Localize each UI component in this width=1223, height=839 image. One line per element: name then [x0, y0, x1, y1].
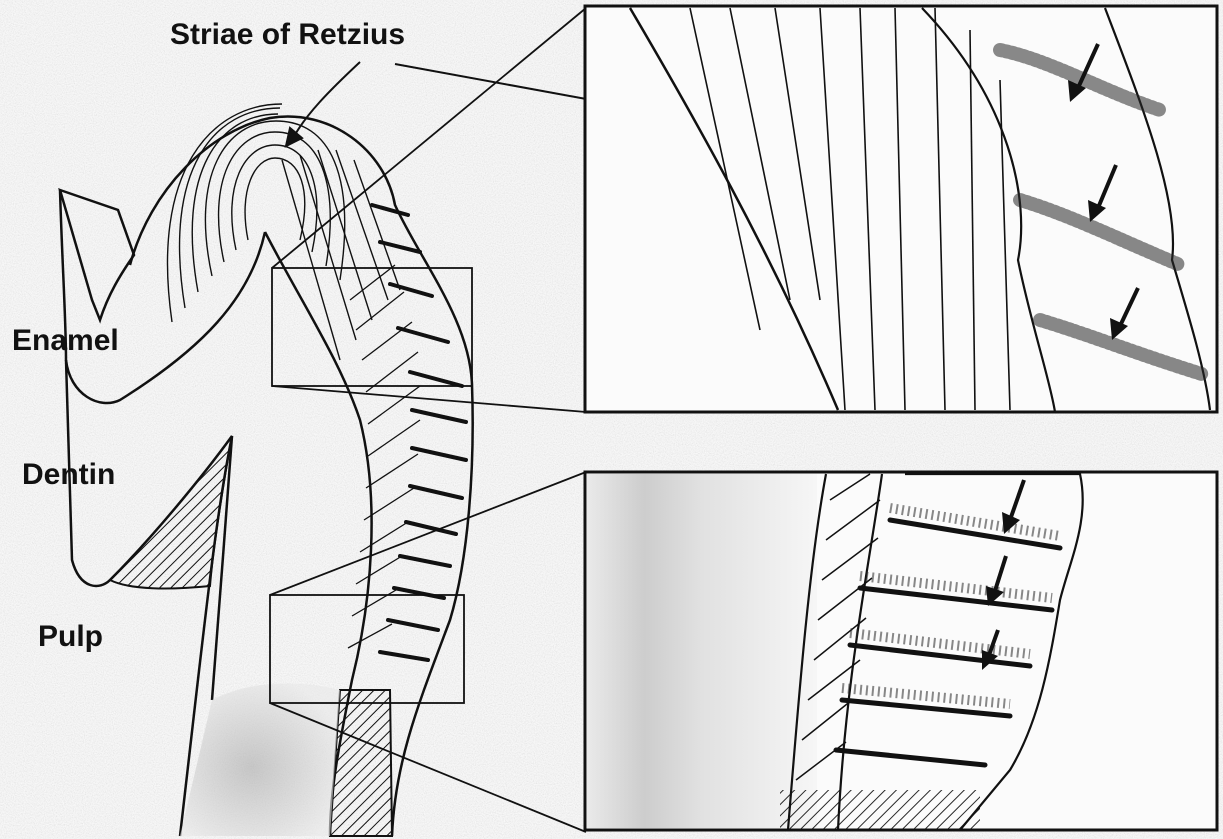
label-pulp: Pulp — [38, 622, 103, 652]
root-hatch — [330, 690, 392, 836]
label-striae-of-retzius: Striae of Retzius — [170, 20, 405, 50]
panel-lower — [585, 472, 1217, 830]
panel-upper — [585, 6, 1217, 412]
label-enamel: Enamel — [12, 326, 119, 356]
label-dentin: Dentin — [22, 460, 115, 490]
